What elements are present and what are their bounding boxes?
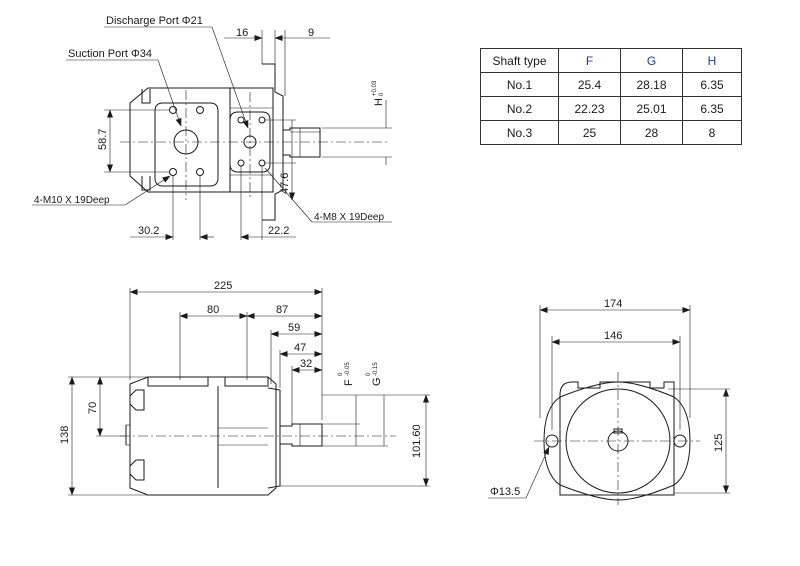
bolt-m10-label: 4-M10 X 19Deep bbox=[34, 195, 110, 206]
g-label: G bbox=[371, 377, 383, 386]
end-body-outline bbox=[559, 381, 675, 496]
side-body-outline bbox=[129, 376, 277, 496]
end-mount-flange bbox=[543, 381, 691, 501]
dim-47: 47 bbox=[294, 342, 306, 354]
side-port-rear bbox=[147, 377, 209, 387]
table-row: No.3 25 28 8 bbox=[480, 120, 742, 145]
row-type: No.2 bbox=[480, 96, 559, 121]
mount-flange bbox=[262, 63, 284, 221]
row-type: No.3 bbox=[480, 120, 559, 145]
row-h: 6.35 bbox=[682, 96, 742, 121]
dim-87: 87 bbox=[276, 304, 288, 316]
front-housing bbox=[230, 87, 274, 193]
dim-80: 80 bbox=[207, 304, 219, 316]
header-f: F bbox=[558, 48, 621, 73]
top-boss-left bbox=[141, 89, 151, 104]
dim-22-2: 22.2 bbox=[268, 225, 289, 237]
side-view: 225 80 87 59 47 32 138 70 101.60 F bbox=[59, 280, 430, 496]
dim-125: 125 bbox=[713, 434, 725, 452]
row-type: No.1 bbox=[480, 72, 559, 97]
shaft-table-header: Shaft type F G H bbox=[480, 48, 742, 73]
dim-32: 32 bbox=[300, 358, 312, 370]
row-h: 6.35 bbox=[682, 72, 742, 97]
side-port-front bbox=[224, 377, 269, 387]
side-shaft bbox=[280, 423, 323, 447]
top-boss-left-bottom bbox=[141, 176, 151, 191]
header-shaft-type: Shaft type bbox=[480, 48, 559, 73]
dim-70: 70 bbox=[87, 402, 99, 414]
bolt-m8-label: 4-M8 X 19Deep bbox=[314, 212, 384, 223]
top-shaft bbox=[283, 127, 321, 158]
dim-174: 174 bbox=[604, 298, 622, 310]
dim-30-2: 30.2 bbox=[138, 225, 159, 237]
f-tol-bot: -0.05 bbox=[345, 362, 351, 376]
row-f: 25 bbox=[558, 120, 621, 145]
header-h: H bbox=[682, 48, 742, 73]
row-g: 25.01 bbox=[620, 96, 683, 121]
shaft-table: Shaft type F G H No.1 25.4 28.18 6.35 No… bbox=[480, 48, 742, 145]
suction-flange bbox=[154, 102, 219, 187]
table-row: No.1 25.4 28.18 6.35 bbox=[480, 72, 742, 97]
discharge-port-label: Discharge Port Φ21 bbox=[106, 15, 203, 27]
row-f: 25.4 bbox=[558, 72, 621, 97]
hole-dia-label: Φ13.5 bbox=[490, 486, 520, 498]
table-row: No.2 22.23 25.01 6.35 bbox=[480, 96, 742, 121]
top-view: 16 9 Discharge Port Φ21 Suction Port Φ34… bbox=[32, 15, 392, 240]
dim-225: 225 bbox=[214, 280, 232, 292]
f-label: F bbox=[343, 379, 355, 386]
dim-47-6: 47.6 bbox=[279, 173, 291, 194]
suction-port-label: Suction Port Φ34 bbox=[68, 48, 152, 60]
dim-16: 16 bbox=[236, 27, 248, 39]
h-tol-bot: 0 bbox=[379, 92, 385, 96]
dim-58-7: 58.7 bbox=[97, 129, 109, 150]
h-label: H bbox=[373, 98, 385, 106]
end-view: 174 146 125 Φ13.5 bbox=[488, 298, 730, 505]
f-tol-top: 0 bbox=[338, 372, 344, 376]
dim-9: 9 bbox=[308, 27, 314, 39]
h-tol-top: +0.03 bbox=[372, 80, 378, 96]
dim-146: 146 bbox=[604, 330, 622, 342]
row-g: 28.18 bbox=[620, 72, 683, 97]
dim-138: 138 bbox=[59, 426, 71, 444]
side-mount-flange bbox=[267, 387, 281, 489]
g-tol-bot: -0.15 bbox=[373, 362, 379, 376]
header-g: G bbox=[620, 48, 683, 73]
row-g: 28 bbox=[620, 120, 683, 145]
dim-59: 59 bbox=[288, 322, 300, 334]
dim-101-60: 101.60 bbox=[411, 424, 423, 458]
g-tol-top: 0 bbox=[366, 372, 372, 376]
row-f: 22.23 bbox=[558, 96, 621, 121]
row-h: 8 bbox=[682, 120, 742, 145]
